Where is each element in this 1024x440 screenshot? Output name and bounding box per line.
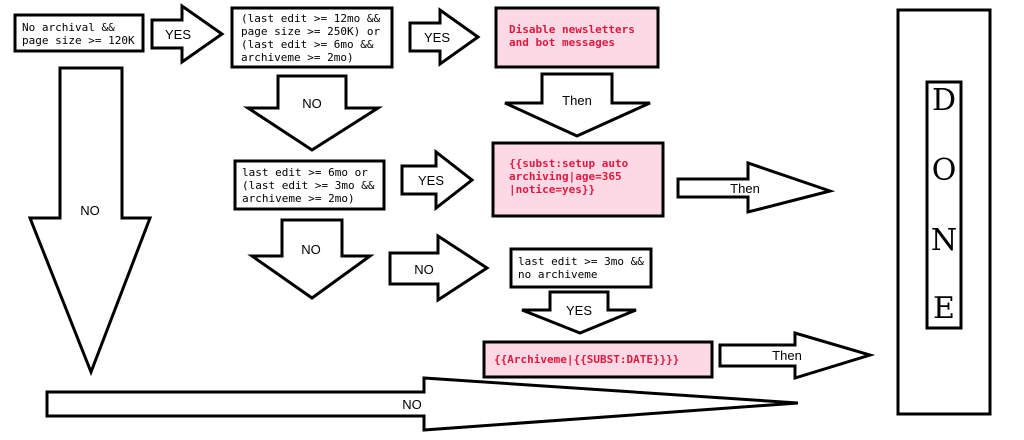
arrow-no-down-2	[247, 218, 375, 300]
done-letter-n: N	[931, 223, 957, 258]
arrow-then-down-1	[504, 72, 651, 138]
arrow-no-right-long	[45, 376, 799, 432]
condition-2-line-3: (last edit >= 6mo &&	[241, 38, 374, 51]
condition-1-line-2: page size >= 120K	[22, 34, 135, 47]
condition-4-line-1: last edit >= 3mo &&	[518, 255, 644, 268]
arrow-yes-1-label: YES	[165, 27, 191, 42]
arrow-no-right-2-label: NO	[414, 262, 434, 277]
arrow-then-right-1	[676, 160, 836, 214]
condition-box-3: last edit >= 6mo or (last edit >= 3mo &&…	[233, 159, 386, 211]
done-letter-o: O	[932, 153, 957, 188]
arrow-no-down-1-label: NO	[302, 96, 322, 111]
arrow-yes-down-label: YES	[566, 303, 592, 318]
action-1-line-1: Disable newsletters	[509, 23, 635, 36]
condition-3-line-2: (last edit >= 3mo &&	[242, 179, 375, 192]
condition-4-line-2: no archiveme	[518, 268, 597, 281]
arrow-no-right-2	[388, 233, 490, 303]
arrow-yes-3-label: YES	[418, 173, 444, 188]
action-2-line-2: archiving|age=365	[509, 170, 622, 183]
arrow-yes-1	[150, 3, 225, 65]
condition-3-line-1: last edit >= 6mo or	[242, 166, 368, 179]
action-box-2: {{subst:setup auto archiving|age=365 |no…	[491, 141, 665, 218]
done-box: D O N E	[896, 8, 992, 416]
action-box-3: {{Archiveme|{{SUBST:DATE}}}}	[482, 340, 714, 379]
arrow-then-down-1-label: Then	[562, 93, 592, 108]
action-box-1: Disable newsletters and bot messages	[494, 6, 660, 69]
arrow-no-down-large-label: NO	[80, 203, 100, 218]
action-3-line-1: {{Archiveme|{{SUBST:DATE}}}}	[494, 353, 679, 366]
arrow-no-down-1	[242, 74, 384, 152]
action-1-line-2: and bot messages	[509, 36, 615, 49]
arrow-yes-2	[408, 7, 481, 67]
arrow-yes-2-label: YES	[424, 30, 450, 45]
done-letter-e: E	[933, 291, 955, 326]
condition-2-line-1: (last edit >= 12mo &&	[241, 12, 380, 25]
condition-box-4: last edit >= 3mo && no archiveme	[509, 247, 653, 289]
action-2-line-1: {{subst:setup auto	[509, 157, 629, 170]
action-2-line-3: |notice=yes}}	[509, 183, 595, 196]
arrow-then-right-1-label: Then	[730, 181, 760, 196]
condition-3-line-3: archiveme >= 2mo)	[242, 192, 355, 205]
condition-2-line-2: page size >= 250K) or	[241, 25, 380, 38]
condition-box-1: No archival && page size >= 120K	[13, 13, 145, 53]
condition-box-2: (last edit >= 12mo && page size >= 250K)…	[230, 6, 394, 69]
arrow-then-right-2	[718, 330, 876, 381]
arrow-yes-down	[521, 290, 637, 335]
done-letter-d: D	[932, 83, 956, 118]
arrow-no-right-long-label: NO	[402, 397, 422, 412]
arrow-no-down-large	[27, 66, 153, 377]
condition-2-line-4: archiveme >= 2mo)	[241, 51, 354, 64]
arrow-then-right-2-label: Then	[772, 348, 802, 363]
arrow-no-down-2-label: NO	[301, 242, 321, 257]
condition-1-line-1: No archival &&	[22, 21, 115, 34]
arrow-yes-3	[400, 148, 475, 212]
